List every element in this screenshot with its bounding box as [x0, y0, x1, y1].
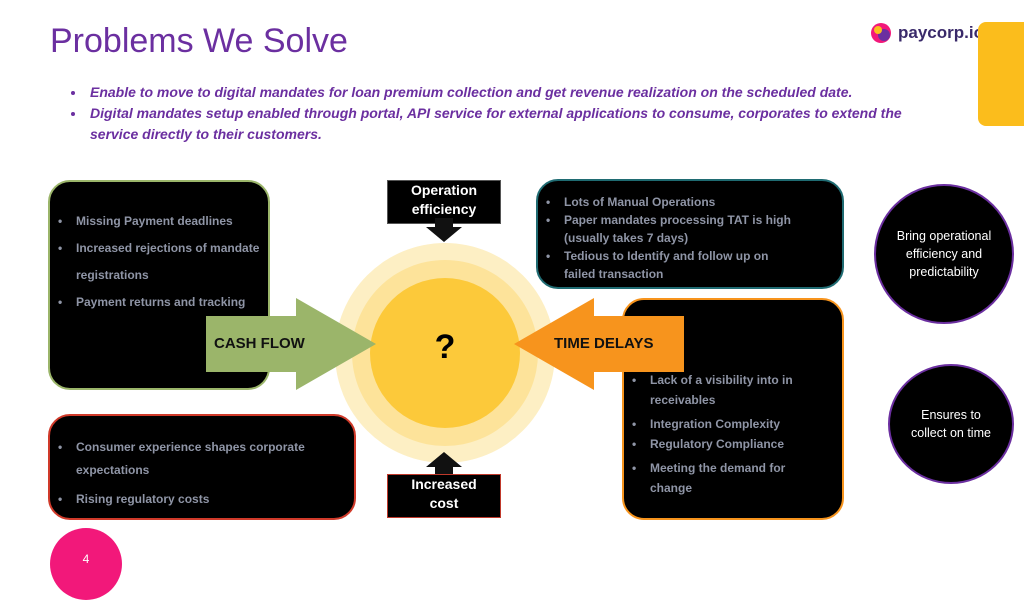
cash-flow-arrow [206, 298, 376, 390]
center-question: ? [434, 328, 456, 366]
operation-efficiency-label: Operation efficiency [387, 180, 501, 224]
logo-text: paycorp.io [898, 23, 984, 42]
box-top-right: Lots of Manual Operations Paper mandates… [536, 179, 844, 289]
list-item: Lots of Manual Operations [538, 193, 802, 211]
paycorp-logo-icon [871, 23, 891, 43]
time-delays-arrow [514, 298, 684, 390]
circle-operational-text: Bring operational efficiency and predict… [896, 229, 992, 279]
increased-cost-line: cost [429, 495, 459, 511]
accent-tab [978, 22, 1024, 126]
list-item: Rising regulatory costs [50, 488, 334, 511]
circle-operational: Bring operational efficiency and predict… [874, 184, 1014, 324]
list-item: Increased rejections of mandate registra… [50, 235, 268, 289]
intro-bullets: Enable to move to digital mandates for l… [62, 82, 942, 145]
operation-efficiency-line: efficiency [411, 201, 477, 217]
list-item: Tedious to Identify and follow up on fai… [538, 247, 802, 283]
list-item: Missing Payment deadlines [50, 208, 268, 235]
down-arrow-icon [426, 218, 462, 242]
list-item: Regulatory Compliance [624, 434, 830, 454]
box-bottom-left: Consumer experience shapes corporate exp… [48, 414, 356, 520]
list-item: Integration Complexity [624, 414, 830, 434]
up-arrow-icon [426, 452, 462, 476]
circle-collect-text: Ensures to collect on time [911, 408, 991, 440]
intro-bullet: Enable to move to digital mandates for l… [86, 82, 942, 103]
page-number: 4 [50, 528, 122, 600]
brand-logo: paycorp.io [870, 22, 984, 44]
list-item: Paper mandates processing TAT is high (u… [538, 211, 802, 247]
list-item: Payment returns and tracking [50, 289, 268, 316]
page-title: Problems We Solve [50, 22, 348, 60]
intro-bullet: Digital mandates setup enabled through p… [86, 103, 942, 145]
center-sun [335, 243, 555, 463]
list-item: Lack of a visibility into in receivables [624, 370, 830, 410]
cash-flow-label: CASH FLOW [214, 335, 305, 352]
list-item: Meeting the demand for change [624, 458, 830, 498]
circle-collect: Ensures to collect on time [888, 364, 1014, 484]
increased-cost-line: Increased [411, 476, 477, 492]
list-item: Consumer experience shapes corporate exp… [50, 436, 334, 482]
operation-efficiency-line: Operation [410, 182, 478, 198]
increased-cost-label: Increased cost [387, 474, 501, 518]
time-delays-label: TIME DELAYS [554, 335, 654, 352]
